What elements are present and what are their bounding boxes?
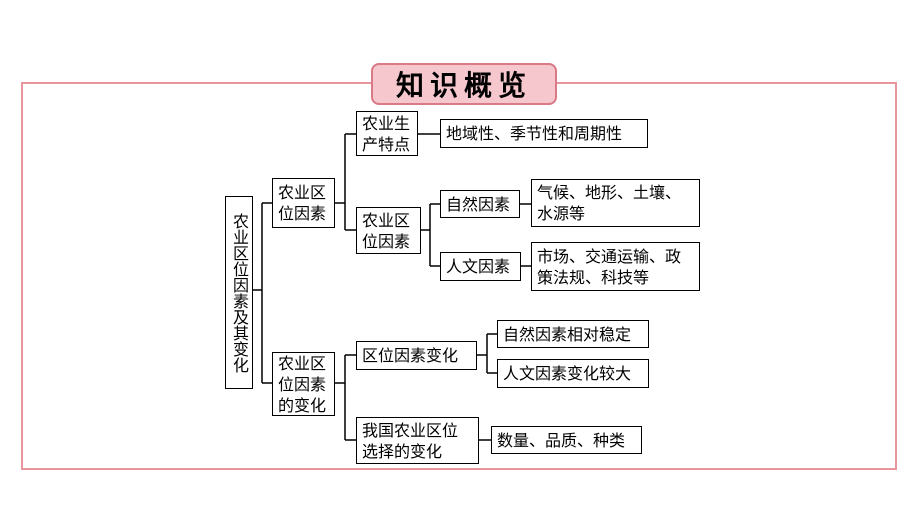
node-location-factors: 农业区 位因素 (272, 178, 335, 228)
node-human-factors-detail: 市场、交通运输、政 策法规、科技等 (531, 242, 700, 291)
node-agri-location-factors: 农业区 位因素 (356, 207, 421, 254)
root-node: 农业区位因素及其变化 (225, 196, 253, 389)
node-natural-factors-detail: 气候、地形、土壤、 水源等 (531, 179, 700, 227)
node-production-features: 农业生 产特点 (356, 111, 418, 156)
node-location-factor-changes: 农业区 位因素 的变化 (272, 352, 335, 416)
node-human-change: 人文因素变化较大 (497, 359, 649, 388)
section-title: 知识概览 (371, 63, 557, 105)
node-china-location-change-detail: 数量、品质、种类 (491, 426, 642, 454)
node-factor-change: 区位因素变化 (356, 341, 477, 370)
node-natural-stable: 自然因素相对稳定 (497, 320, 649, 348)
node-china-location-change: 我国农业区位 选择的变化 (356, 417, 479, 464)
node-human-factors: 人文因素 (440, 252, 521, 281)
node-natural-factors: 自然因素 (440, 190, 520, 218)
node-production-features-detail: 地域性、季节性和周期性 (440, 119, 648, 148)
